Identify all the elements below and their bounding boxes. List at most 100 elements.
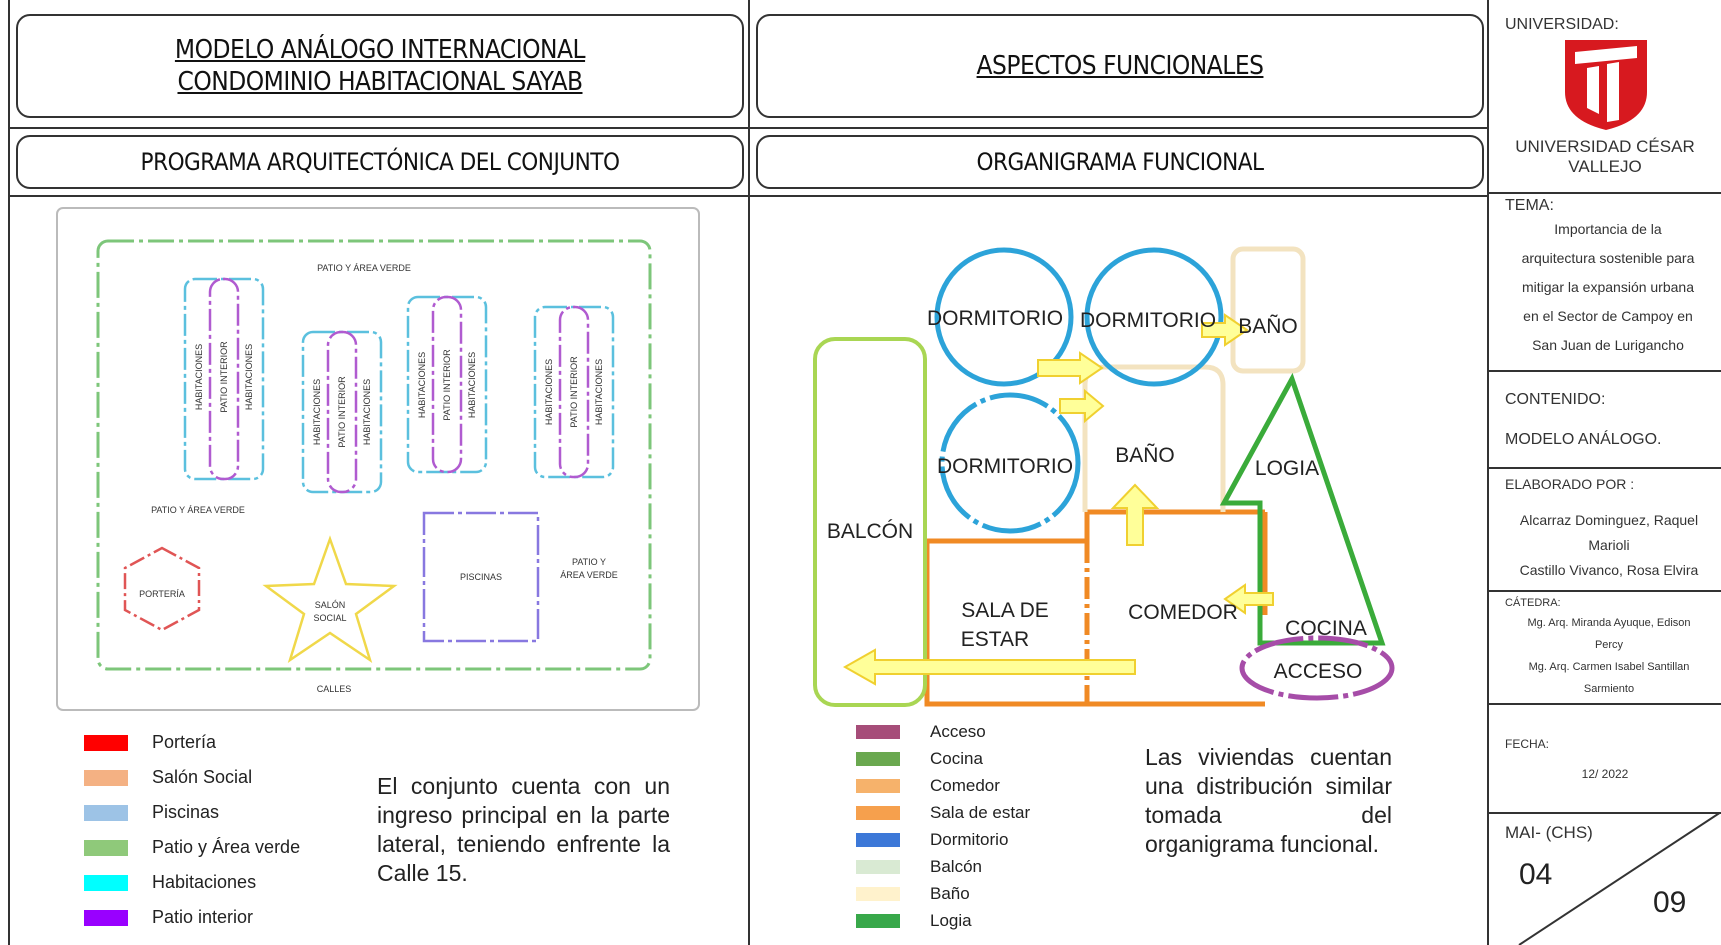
tema-line-3: mitigar la expansión urbana xyxy=(1522,279,1694,295)
catedra-line-3: Mg. Arq. Carmen Isabel Santillan xyxy=(1528,661,1690,673)
legend-swatch-patio xyxy=(84,839,128,856)
label-sala-2: ESTAR xyxy=(961,628,1029,651)
org-label-sala: Sala de estar xyxy=(930,803,1031,822)
legend-label-piscinas: Piscinas xyxy=(152,802,220,822)
site-description: El conjunto cuenta con un ingreso princi… xyxy=(377,773,670,886)
habitation-block-1: HABITACIONES PATIO INTERIOR HABITACIONES xyxy=(183,277,265,481)
site-legend-item-porteria: Portería xyxy=(84,732,216,753)
org-swatch-balcon xyxy=(856,860,900,874)
elaborado-line-2: Marioli xyxy=(1588,537,1630,553)
title-block: UNIVERSIDAD: UNIVERSIDAD CÉSAR VALLEJO T… xyxy=(1489,0,1721,945)
dormitorio-circle-3 xyxy=(939,392,1081,534)
aspects-title-box: ASPECTOS FUNCIONALES xyxy=(756,14,1484,118)
frame-left-line xyxy=(8,0,10,945)
block1-habitaciones-a: HABITACIONES xyxy=(194,344,204,410)
label-bano-top: BAÑO xyxy=(1238,314,1298,338)
block2-patio-interior: PATIO INTERIOR xyxy=(337,376,347,448)
sidebar-divider-6 xyxy=(1489,812,1721,814)
org-legend-item-cocina: Cocina xyxy=(856,749,983,769)
university-name-2: VALLEJO xyxy=(1568,157,1642,176)
catedra-label: CÁTEDRA: xyxy=(1505,597,1561,609)
tema-line-4: en el Sector de Campoy en xyxy=(1523,308,1693,324)
aspects-title: ASPECTOS FUNCIONALES xyxy=(976,51,1264,81)
contenido-value: MODELO ANÁLOGO. xyxy=(1505,431,1662,448)
legend-swatch-piscinas xyxy=(84,804,128,821)
label-dormitorio-2: DORMITORIO xyxy=(1080,309,1216,332)
label-sala-1: SALA DE xyxy=(961,599,1049,622)
org-label-comedor: Comedor xyxy=(930,776,1000,795)
site-plan: PATIO Y ÁREA VERDE PATIO Y ÁREA VERDE PA… xyxy=(56,207,700,711)
acceso-ellipse xyxy=(1239,635,1395,701)
frame-h-line-1 xyxy=(8,127,1488,129)
legend-label-patio: Patio y Área verde xyxy=(152,837,301,857)
model-title-line2: CONDOMINIO HABITACIONAL SAYAB xyxy=(177,67,583,97)
org-legend-item-acceso: Acceso xyxy=(856,722,986,742)
arrow-cocina-to-comedor xyxy=(1223,583,1274,615)
porteria-hexagon xyxy=(123,546,201,632)
arrow-to-balcon xyxy=(842,648,1136,686)
organigram-legend: Acceso Cocina Comedor Sala de estar Dorm… xyxy=(856,722,1116,942)
org-label-logia: Logia xyxy=(930,911,972,930)
sidebar-divider-5 xyxy=(1489,703,1721,705)
dormitorio-circle-1 xyxy=(934,247,1074,387)
sidebar-divider-4 xyxy=(1489,590,1721,592)
label-bano-center: BAÑO xyxy=(1115,443,1175,467)
block4-patio-interior: PATIO INTERIOR xyxy=(569,356,579,428)
organigram-description: Las viviendas cuentan una distribución s… xyxy=(1145,744,1392,857)
label-comedor: COMEDOR xyxy=(1128,601,1238,624)
catedra-line-4: Sarmiento xyxy=(1583,683,1635,695)
org-swatch-comedor xyxy=(856,779,900,793)
elaborado-label: ELABORADO POR : xyxy=(1505,476,1635,492)
dormitorio-circle-2 xyxy=(1084,247,1224,387)
patio-area-outline xyxy=(96,239,652,671)
block3-patio-interior: PATIO INTERIOR xyxy=(442,349,452,421)
university-name: UNIVERSIDAD CÉSAR VALLEJO xyxy=(1489,137,1721,177)
legend-swatch-habitaciones xyxy=(84,874,128,891)
org-swatch-dormitorio xyxy=(856,833,900,847)
org-legend-item-balcon: Balcón xyxy=(856,857,982,877)
legend-label-patio-interior: Patio interior xyxy=(152,907,254,927)
org-label-balcon: Balcón xyxy=(930,857,982,876)
label-acceso: ACCESO xyxy=(1274,660,1363,683)
university-logo xyxy=(1565,40,1647,130)
frame-h-line-2 xyxy=(8,195,1488,197)
habitation-block-2: HABITACIONES PATIO INTERIOR HABITACIONES xyxy=(301,330,383,494)
org-legend-item-sala: Sala de estar xyxy=(856,803,1030,823)
salon-label-1: SALÓN xyxy=(315,600,346,610)
label-dormitorio-1: DORMITORIO xyxy=(927,307,1063,330)
block3-habitaciones-a: HABITACIONES xyxy=(417,352,427,418)
legend-swatch-patio-interior xyxy=(84,909,128,926)
logia-triangle xyxy=(1219,372,1386,646)
university-label: UNIVERSIDAD: xyxy=(1505,16,1619,33)
tema-text: Importancia de la arquitectura sostenibl… xyxy=(1503,215,1713,360)
university-name-1: UNIVERSIDAD CÉSAR xyxy=(1515,137,1695,156)
org-legend-item-logia: Logia xyxy=(856,911,972,931)
tema-line-5: San Juan de Lurigancho xyxy=(1532,337,1684,353)
block2-habitaciones-b: HABITACIONES xyxy=(362,379,372,445)
legend-label-salon: Salón Social xyxy=(152,767,253,787)
organigram-diagram: DORMITORIO DORMITORIO DORMITORIO BAÑO BA… xyxy=(813,246,1395,707)
patio-right-label-1: PATIO Y xyxy=(572,557,606,567)
org-swatch-acceso xyxy=(856,725,900,739)
patio-left-label: PATIO Y ÁREA VERDE xyxy=(151,505,245,515)
tema-line-1: Importancia de la xyxy=(1554,221,1662,237)
code-label: MAI- (CHS) xyxy=(1505,823,1593,842)
habitation-block-4: HABITACIONES PATIO INTERIOR HABITACIONES xyxy=(533,305,615,479)
model-title-line1: MODELO ANÁLOGO INTERNACIONAL xyxy=(174,35,586,65)
org-label-dormitorio: Dormitorio xyxy=(930,830,1009,849)
elaborado-text: Alcarraz Dominguez, Raquel Marioli Casti… xyxy=(1499,508,1719,583)
salon-social-star xyxy=(262,535,398,664)
sheet-number: 04 xyxy=(1519,858,1553,891)
org-label-acceso: Acceso xyxy=(930,722,986,741)
org-legend-item-bano: Baño xyxy=(856,884,970,904)
patio-top-label: PATIO Y ÁREA VERDE xyxy=(317,263,411,273)
patio-right-label-2: ÁREA VERDE xyxy=(560,570,618,580)
catedra-text: Mg. Arq. Miranda Ayuque, Edison Percy Mg… xyxy=(1499,612,1719,700)
model-title-box: MODELO ANÁLOGO INTERNACIONAL CONDOMINIO … xyxy=(16,14,744,118)
sidebar-divider-3 xyxy=(1489,467,1721,469)
label-balcon: BALCÓN xyxy=(827,520,913,543)
block1-habitaciones-b: HABITACIONES xyxy=(244,344,254,410)
catedra-line-2: Percy xyxy=(1594,639,1624,651)
sidebar-divider-2 xyxy=(1489,370,1721,372)
streets-label: CALLES xyxy=(317,684,352,694)
